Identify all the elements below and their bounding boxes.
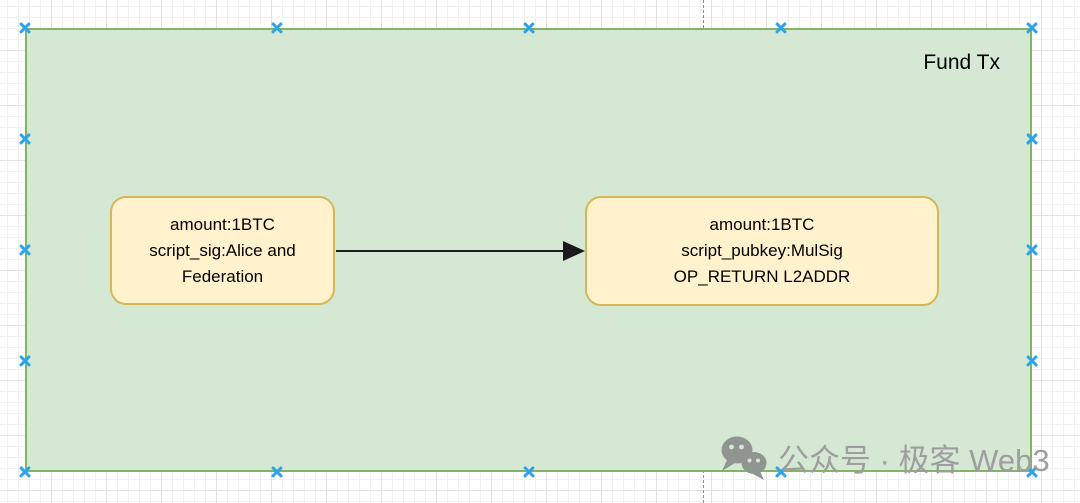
input-node-line-3: Federation: [181, 266, 264, 286]
input-node-line-2: script_sig:Alice and: [149, 240, 296, 260]
output-node-line-2: script_pubkey:MulSig: [681, 241, 843, 260]
wechat-icon: [716, 434, 770, 480]
output-node-line-3: OP_RETURN L2ADDR: [673, 267, 851, 286]
input-utxo-node[interactable]: amount:1BTC script_sig:Alice and Federat…: [110, 196, 335, 305]
edge-arrow[interactable]: [336, 250, 564, 252]
output-utxo-node[interactable]: amount:1BTC script_pubkey:MulSig OP_RETU…: [585, 196, 939, 306]
watermark-text: 公众号 · 极客 Web3: [778, 442, 1050, 478]
output-node-line-1: amount:1BTC: [709, 215, 815, 234]
edge-arrowhead-icon: [563, 241, 585, 261]
fund-tx-label: Fund Tx: [923, 51, 1000, 74]
watermark: 公众号 · 极客 Web3: [716, 432, 1050, 482]
input-node-line-1: amount:1BTC: [170, 214, 275, 234]
